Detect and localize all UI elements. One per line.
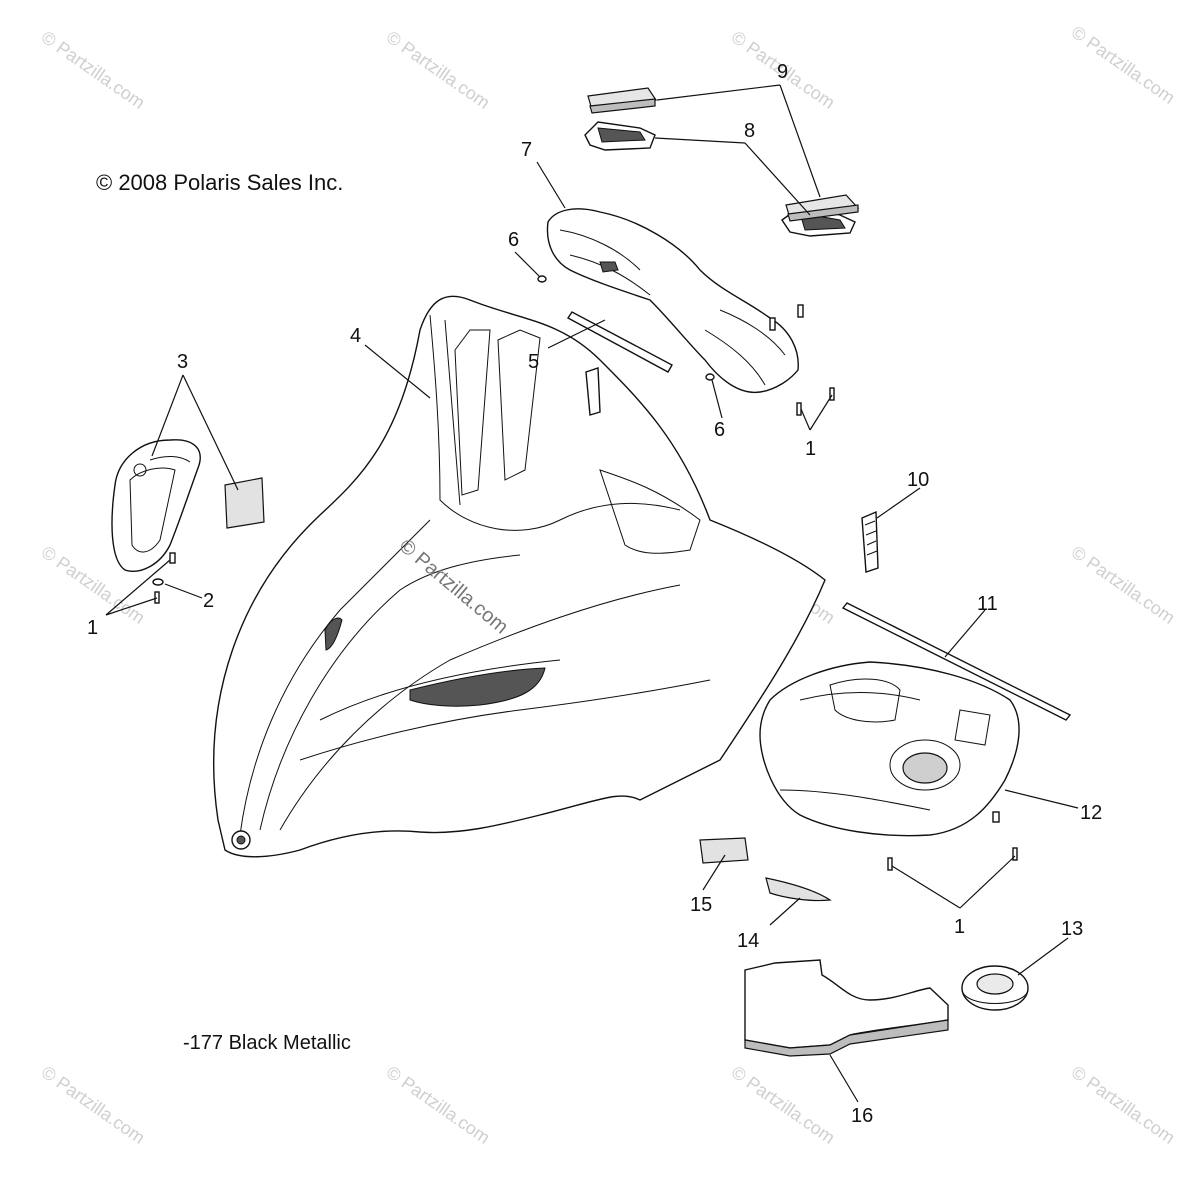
callout-7: 7: [521, 139, 532, 161]
part-3-mirror: [111, 439, 265, 572]
part-12-lower-console: [759, 661, 1020, 837]
copyright-text: © 2008 Polaris Sales Inc.: [96, 170, 343, 195]
part-7-console: [546, 208, 804, 394]
callout-16: 16: [851, 1105, 873, 1127]
mirror-fasteners: [152, 552, 176, 604]
callout-5: 5: [528, 351, 539, 373]
leader-lines: [105, 84, 1079, 1103]
callouts: 9 8 7 6 5 4 3 6 1 10 2 1 11 12 1 13 15 1…: [87, 61, 1102, 1127]
callout-8: 8: [744, 120, 755, 142]
callout-14: 14: [737, 930, 759, 952]
part-5-strip: [566, 311, 673, 373]
part-6-fastener-a: [537, 275, 547, 283]
callout-11: 11: [977, 593, 998, 615]
callout-6b: 6: [714, 419, 725, 441]
watermark: © Partzilla.com: [383, 27, 494, 113]
part-14-decal: [765, 877, 832, 902]
part-4-hood: [213, 295, 826, 858]
color-note: -177 Black Metallic: [183, 1032, 351, 1054]
part-6-fastener-b: [705, 373, 715, 381]
watermark: © Partzilla.com: [38, 1062, 149, 1148]
part-9-pads: [587, 87, 860, 222]
watermark: © Partzilla.com: [1068, 22, 1179, 108]
part-10-clip: [861, 510, 879, 573]
callout-1b: 1: [805, 438, 816, 460]
callout-12: 12: [1080, 802, 1102, 824]
callout-1a: 1: [87, 617, 98, 639]
callout-1c: 1: [954, 916, 965, 938]
part-15-decal: [699, 837, 749, 864]
watermark: © Partzilla.com: [38, 27, 149, 113]
callout-10: 10: [907, 469, 929, 491]
callout-4: 4: [350, 325, 361, 347]
callout-15: 15: [690, 894, 712, 916]
callout-3: 3: [177, 351, 188, 373]
callout-13: 13: [1061, 918, 1083, 940]
fastener-1-d: [1012, 847, 1018, 861]
fastener-1-b: [829, 387, 835, 401]
fastener-1-c: [887, 857, 893, 871]
part-13-grommet: [961, 965, 1029, 1011]
fastener-1-a: [796, 402, 802, 416]
callout-9: 9: [777, 61, 788, 83]
callout-6a: 6: [508, 229, 519, 251]
callout-2: 2: [203, 590, 214, 612]
watermark: © Partzilla.com: [728, 1062, 839, 1148]
part-16-pad: [744, 959, 949, 1057]
part-11-rod: [841, 602, 1072, 721]
watermark: © Partzilla.com: [383, 1062, 494, 1148]
watermark: © Partzilla.com: [1068, 1062, 1179, 1148]
watermark: © Partzilla.com: [1068, 542, 1179, 628]
clip-near-5: [585, 367, 601, 416]
